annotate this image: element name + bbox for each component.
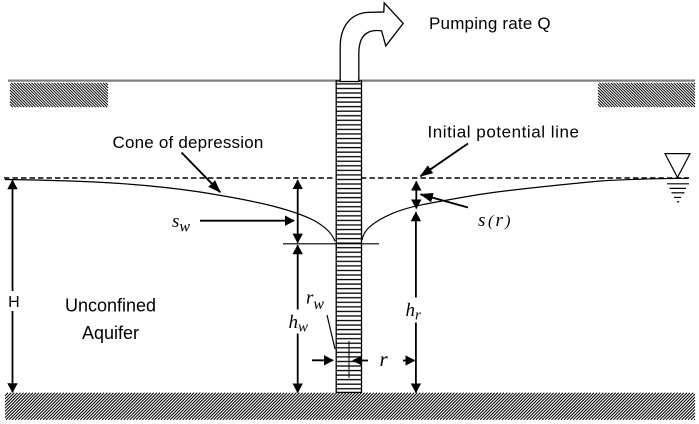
svg-text:Unconfined: Unconfined	[65, 296, 156, 316]
svg-text:rw: rw	[306, 288, 324, 314]
svg-text:sw: sw	[172, 211, 190, 236]
svg-text:Initial potential line: Initial potential line	[428, 123, 580, 142]
svg-text:hr: hr	[406, 300, 422, 324]
svg-text:hw: hw	[289, 312, 309, 336]
svg-text:H: H	[8, 294, 20, 311]
svg-text:Cone of depression: Cone of depression	[113, 133, 264, 152]
svg-text:s(r): s(r)	[478, 210, 510, 231]
svg-text:Aquifer: Aquifer	[82, 323, 139, 343]
svg-text:Pumping rate Q: Pumping rate Q	[429, 14, 551, 33]
svg-text:r: r	[380, 347, 389, 371]
